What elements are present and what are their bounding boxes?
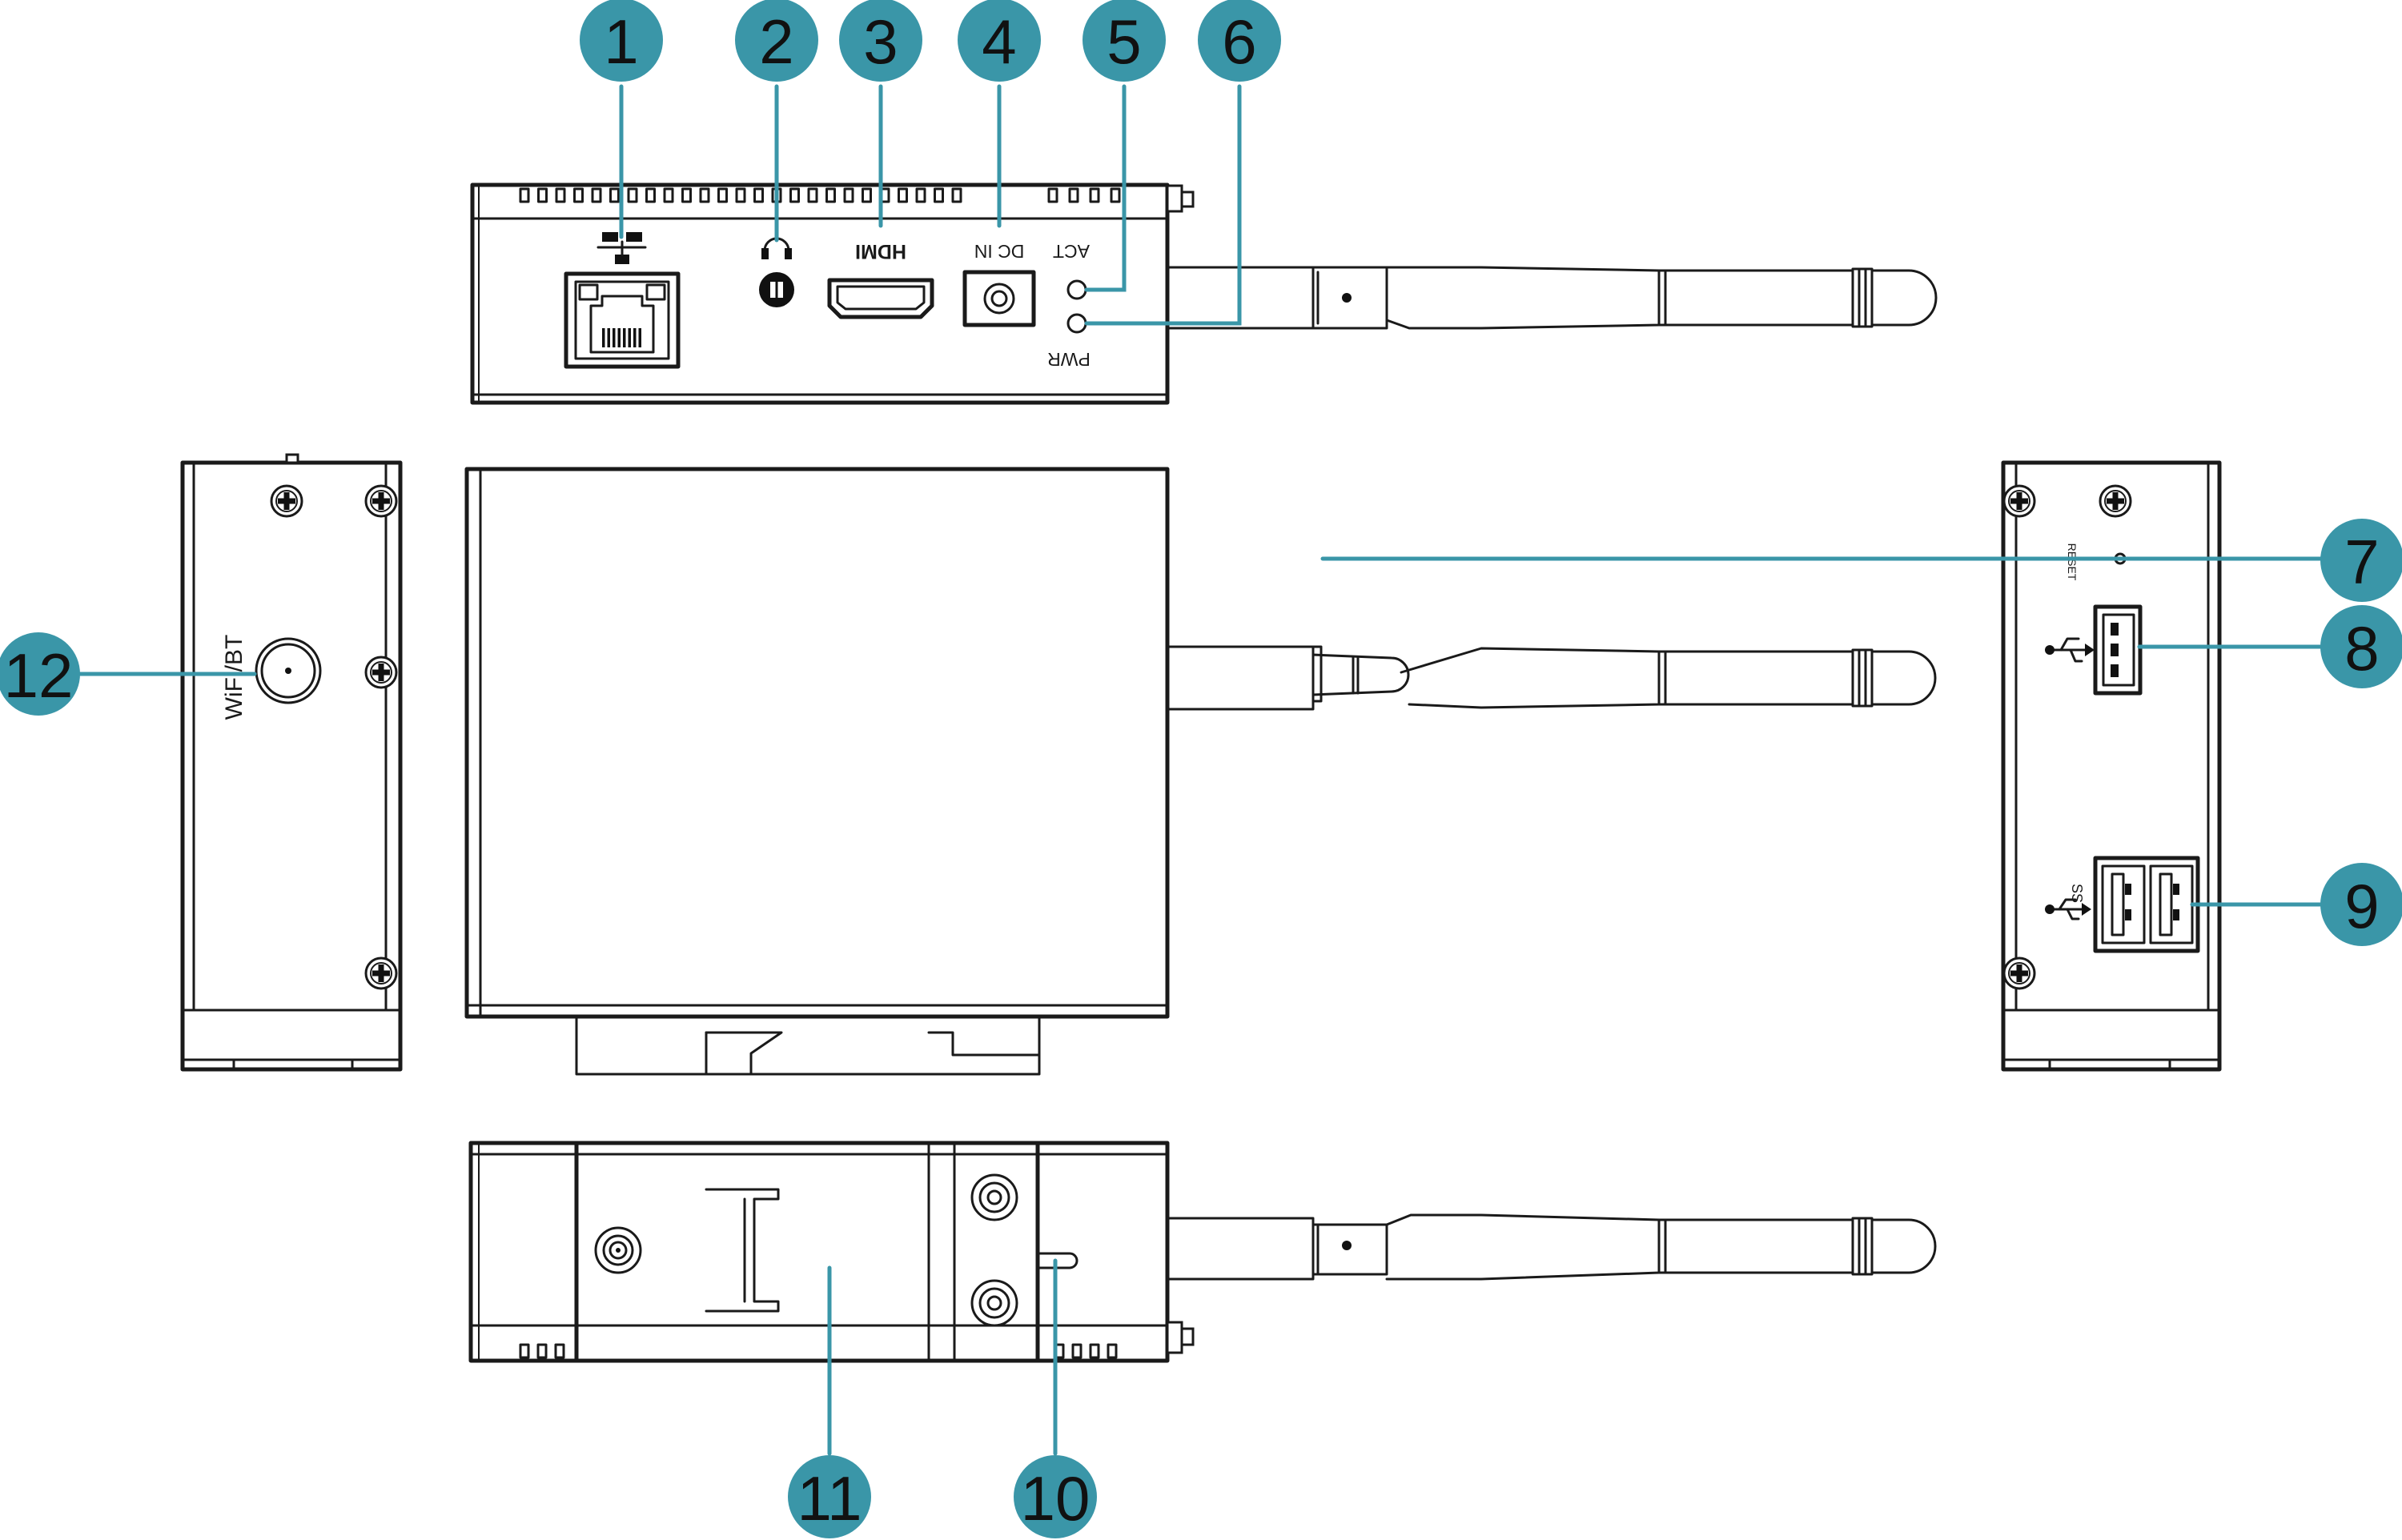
left-side-view: WiFi/BT bbox=[180, 453, 403, 1072]
act-label: ACT bbox=[1053, 241, 1090, 262]
svg-text:7: 7 bbox=[2344, 527, 2379, 597]
pwr-led bbox=[1066, 313, 1087, 334]
audio-jack[interactable] bbox=[759, 272, 794, 307]
wifi-bt-antenna-connector[interactable] bbox=[255, 637, 322, 704]
screw-icon bbox=[2002, 484, 2036, 518]
screw-icon bbox=[270, 484, 303, 518]
svg-text:3: 3 bbox=[863, 6, 898, 77]
callout-2: 2 bbox=[735, 0, 818, 82]
usb3-icon: SS bbox=[2045, 884, 2091, 920]
ethernet-icon bbox=[596, 232, 647, 264]
usb3-dual-port[interactable] bbox=[2093, 856, 2200, 953]
screw-icon bbox=[364, 956, 398, 990]
callout-9: 9 bbox=[2320, 863, 2402, 946]
screw-icon bbox=[2099, 484, 2132, 518]
callout-10: 10 bbox=[1014, 1455, 1097, 1538]
hdmi-label: HDMI bbox=[855, 240, 906, 263]
usb-port[interactable] bbox=[2093, 604, 2143, 696]
front-view: HDMI DC IN ACT PWR bbox=[470, 182, 1938, 405]
callout-6: 6 bbox=[1198, 0, 1281, 82]
wifi-bt-label: WiFi/BT bbox=[221, 635, 247, 720]
usb-icon bbox=[2045, 637, 2095, 663]
antenna-icon bbox=[1166, 266, 1938, 330]
callout-4: 4 bbox=[958, 0, 1041, 82]
callout-5: 5 bbox=[1083, 0, 1166, 82]
screw-icon bbox=[364, 484, 398, 518]
svg-text:11: 11 bbox=[797, 1463, 862, 1534]
callout-7: 7 bbox=[2320, 519, 2402, 602]
reset-label: RESET bbox=[2066, 543, 2079, 581]
callout-8: 8 bbox=[2320, 605, 2402, 688]
bottom-view bbox=[468, 1141, 1937, 1363]
svg-text:9: 9 bbox=[2344, 871, 2379, 941]
svg-text:6: 6 bbox=[1222, 6, 1256, 77]
svg-text:4: 4 bbox=[982, 6, 1016, 77]
callout-12: 12 bbox=[0, 632, 80, 716]
top-view bbox=[464, 467, 1937, 1076]
right-side-view: RESET SS bbox=[2001, 460, 2222, 1072]
dc-in-label: DC IN bbox=[974, 241, 1025, 262]
screw-icon bbox=[2002, 956, 2036, 990]
svg-text:10: 10 bbox=[1021, 1463, 1091, 1534]
svg-text:2: 2 bbox=[759, 6, 793, 77]
hdmi-port[interactable] bbox=[827, 278, 934, 319]
dc-in-port[interactable] bbox=[962, 270, 1036, 327]
pwr-label: PWR bbox=[1047, 349, 1091, 370]
act-led bbox=[1066, 279, 1087, 300]
antenna-icon bbox=[1166, 1213, 1937, 1281]
svg-text:5: 5 bbox=[1107, 6, 1141, 77]
svg-text:12: 12 bbox=[4, 640, 74, 711]
callout-3: 3 bbox=[839, 0, 922, 82]
callout-1: 1 bbox=[580, 0, 663, 82]
svg-text:8: 8 bbox=[2344, 613, 2379, 684]
callout-11: 11 bbox=[788, 1455, 871, 1538]
svg-text:1: 1 bbox=[604, 6, 638, 77]
leader-lines bbox=[78, 84, 2324, 1456]
ethernet-port[interactable] bbox=[564, 271, 681, 369]
svg-text:SS: SS bbox=[2069, 884, 2085, 903]
screw-icon bbox=[364, 656, 398, 689]
antenna-icon bbox=[1166, 645, 1937, 711]
